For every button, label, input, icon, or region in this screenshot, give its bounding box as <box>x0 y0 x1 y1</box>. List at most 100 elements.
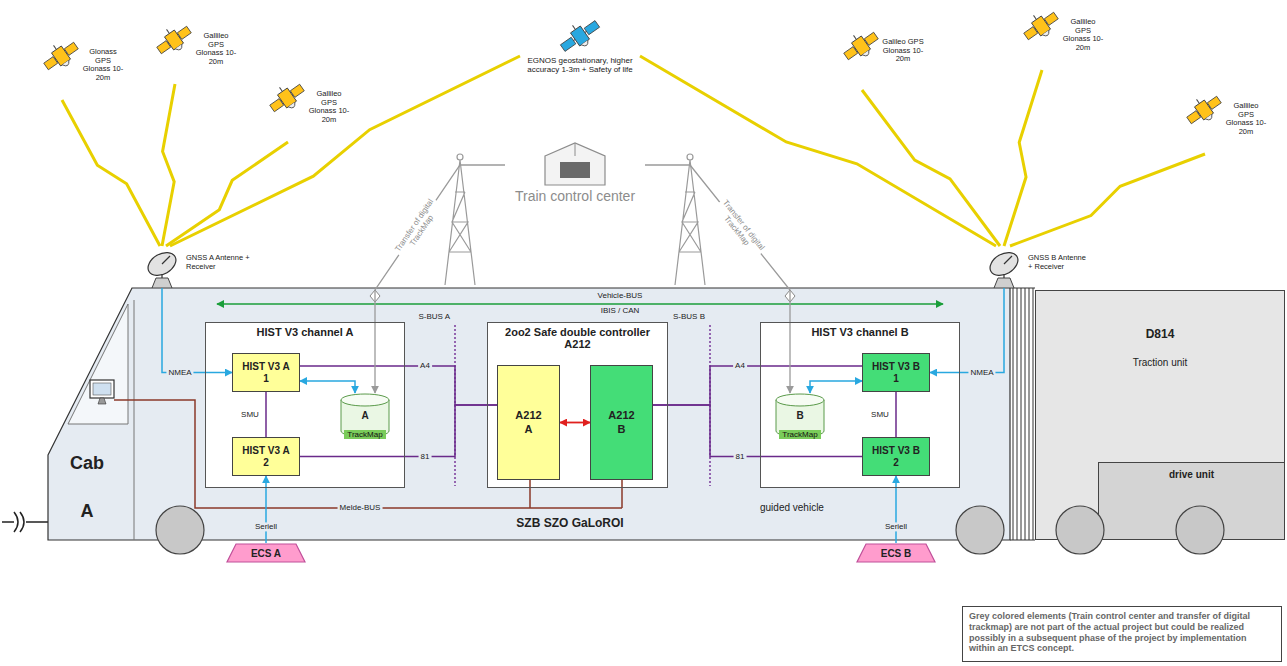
hist-unit: HIST V3 A 2 <box>232 437 300 476</box>
dish-antenna <box>982 246 1026 288</box>
satellite-icon <box>42 38 80 74</box>
node-text: D814 <box>1146 327 1175 341</box>
transfer-link <box>645 165 790 393</box>
gnss-satellite: Gallileo GPS Glonass 10-20m <box>155 22 239 84</box>
node-text: A212 A <box>507 406 551 438</box>
hist-unit: HIST V3 B 2 <box>862 437 930 476</box>
gnss-antenna: GNSS B Antenne + Receiver <box>982 246 1094 288</box>
traction-unit: drive unit D814Traction unit <box>1035 290 1285 540</box>
gnss-satellite: Glonass GPS Glonass 10-20m <box>42 38 126 100</box>
bus-name: S-BUS B <box>671 312 707 321</box>
signal-bolt <box>170 56 520 246</box>
node-text: GNSS B Antenne + Receiver <box>1028 246 1092 288</box>
cab: CabA <box>52 440 122 535</box>
node-text: Traction unit <box>1133 357 1188 368</box>
cab-divider <box>134 300 135 540</box>
node-text: Gallileo GPS Glonass 10-20m <box>308 80 350 142</box>
node-text: HIST V3 A 2 <box>235 442 297 472</box>
edge-label: Transfer of digital TrackMap <box>391 195 443 260</box>
trackmap-store: A TrackMap <box>340 393 390 445</box>
ecs-sensor: ECS B <box>856 543 936 563</box>
trackmap-store: BTrackMap <box>775 393 825 445</box>
gnss-antenna: GNSS A Antenne + Receiver <box>140 246 252 288</box>
monitor <box>90 380 114 404</box>
channel-box: BTrackMap HIST V3 B 1 HIST V3 B 2 HIST V3 c… <box>760 322 960 488</box>
signal-bolt <box>166 142 288 246</box>
satellite-icon <box>558 16 602 56</box>
node-text: A212 B <box>600 406 644 438</box>
bus-wire <box>300 366 497 405</box>
satellite-icon <box>1185 92 1223 128</box>
edge-label: A4 <box>418 361 432 370</box>
bus-name: S-BUS A <box>416 312 452 321</box>
drive-unit: drive unit <box>1098 462 1285 540</box>
building-icon <box>530 140 620 186</box>
data-arrow <box>810 381 862 393</box>
gnss-satellite: Gallileo GPS Glonass 10-20m <box>1022 8 1106 70</box>
node-text: Gallileo GPS Glonass 10-20m <box>1062 8 1104 70</box>
coupler <box>2 512 48 532</box>
satellite-icon <box>842 28 880 64</box>
edge-label: Seriell <box>883 522 909 531</box>
control-center: Train control center <box>505 140 645 220</box>
node-text: B <box>792 407 807 424</box>
node-text: Glonass GPS Glonass 10-20m <box>82 38 124 100</box>
ecs-sensor: ECS A <box>226 543 306 563</box>
vehicle-label: guided vehicle <box>758 502 826 514</box>
bellows-outline <box>1010 288 1035 540</box>
articulation-bellows <box>1010 288 1035 540</box>
node-text: Cab <box>70 453 104 474</box>
data-arrow <box>265 476 267 543</box>
hist-unit: HIST V3 B 1 <box>862 353 930 392</box>
bellows-stroke <box>1029 288 1030 540</box>
node-text: Gallileo GPS Glonass 10-20m <box>195 22 237 84</box>
data-arrow <box>300 381 355 393</box>
node-text: Grey colored elements (Train control cen… <box>969 611 1275 654</box>
channel-box: HIST V3 A 1HIST V3 A 2ATrackMapHIST V3 c… <box>205 322 405 488</box>
node-text: HIST V3 B 1 <box>865 358 927 388</box>
dish-antenna <box>140 246 184 288</box>
edge-label: Transfer of digital TrackMap <box>712 196 768 259</box>
wheel <box>1056 506 1104 554</box>
bus-wire <box>653 366 862 405</box>
vehicle-bus-arrow <box>217 303 943 305</box>
controller-unit: A212 A <box>497 365 560 480</box>
edge-label: 81 <box>734 452 747 461</box>
node-text: HIST V3 channel B <box>761 323 959 341</box>
node-text: TrackMap <box>344 430 385 439</box>
node-text: Galileo GPS Glonass 10-20m <box>882 28 924 90</box>
gnss-satellite: Gallileo GPS Glonass 10-20m <box>268 80 352 142</box>
node-text: A <box>81 501 94 522</box>
satellite-icon <box>155 22 193 58</box>
signal-bolt <box>62 100 160 246</box>
smu-link <box>895 392 897 437</box>
project-name: SZB SZO GaLoROI <box>514 517 625 531</box>
satellite-icon <box>268 80 306 116</box>
controller-box: A212 A A212 B 2oo2 Safe double controller … <box>487 322 668 488</box>
vehicle-body <box>48 288 1010 540</box>
data-arrow <box>930 288 1004 373</box>
smu-link <box>265 392 267 437</box>
box-ground <box>487 322 668 488</box>
gnss-satellite: Gallileo GPS Glonass 10-20m <box>1185 92 1269 154</box>
bus-wire <box>300 405 497 457</box>
node-text: Gallileo GPS Glonass 10-20m <box>1225 92 1267 154</box>
bellows-stroke <box>1013 288 1014 540</box>
transfer-link <box>375 165 505 393</box>
signal-bolt <box>1010 154 1205 246</box>
edge-label: SMU <box>869 410 891 419</box>
node-text: 2oo2 Safe double controller A212 <box>488 323 667 353</box>
signal-bolt <box>640 56 996 246</box>
bus-protocol: IBIS / CAN <box>599 306 642 315</box>
bellows-stroke <box>1017 288 1018 540</box>
node-text: drive unit <box>1099 469 1284 480</box>
bus-wire <box>653 405 862 457</box>
signal-bolt <box>1004 70 1042 246</box>
node-text: GNSS A Antenne + Receiver <box>186 246 250 288</box>
node-text: HIST V3 channel A <box>206 323 404 341</box>
satellite-icon <box>1022 8 1060 44</box>
edge-label: NMEA <box>968 368 995 377</box>
node-text: A <box>357 407 372 424</box>
node-text: ECS B <box>881 548 912 559</box>
